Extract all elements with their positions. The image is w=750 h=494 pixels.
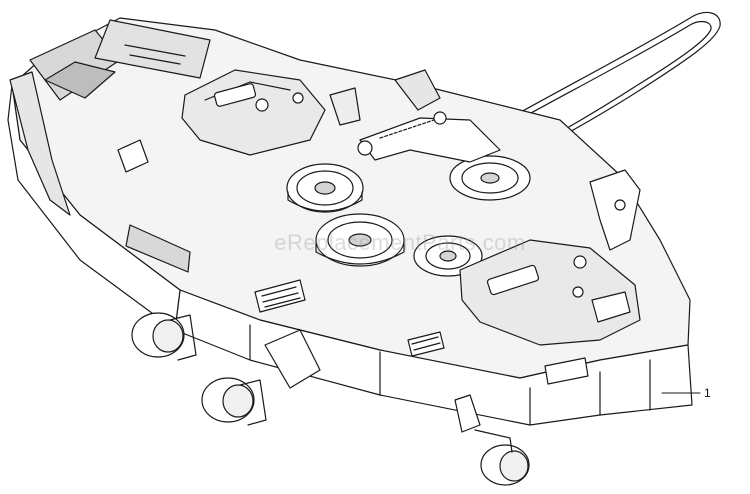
caster-wheel-front-left [201,377,267,426]
warning-decals [117,139,589,385]
belt-cover-left [181,69,326,156]
spindle-pulley-center [315,213,405,267]
caster-wheel-rear-left [131,312,197,361]
rear-logo-plate [44,19,211,99]
belt-cover-right [459,239,641,346]
side-logo-decal [125,224,191,273]
spindle-pulley-right [449,155,531,201]
idler-pulley [413,235,483,277]
right-deck-bracket [589,169,641,251]
spindle-pulley-left [286,163,364,213]
caster-brackets [264,329,481,433]
callout-label-1: 1 [704,386,711,400]
idler-arm-assembly [329,69,501,163]
caster-wheel-front-right [474,429,530,486]
